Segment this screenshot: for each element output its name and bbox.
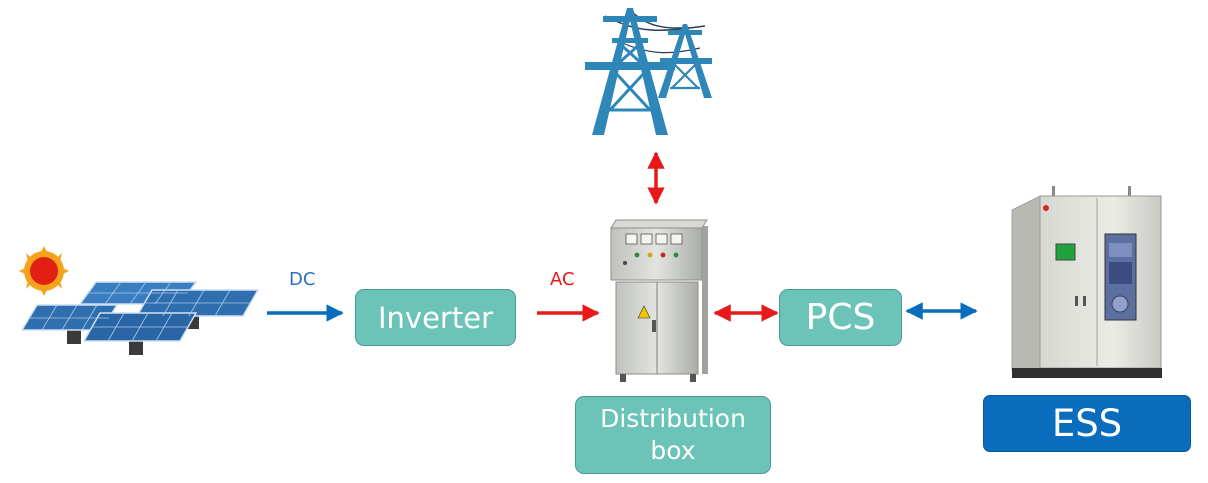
distribution-box-node: Distribution box [575, 396, 771, 474]
ess-label: ESS [1051, 402, 1123, 445]
pcs-label: PCS [805, 297, 876, 338]
sun-icon [19, 246, 69, 296]
ess-node: ESS [983, 395, 1191, 452]
distribution-label-line2: box [650, 436, 696, 465]
solar-panel-icon [19, 246, 260, 355]
dc-label: DC [289, 269, 316, 290]
inverter-node: Inverter [355, 289, 516, 346]
distribution-cabinet-icon [610, 219, 708, 382]
pcs-node: PCS [779, 289, 902, 346]
distribution-label-line1: Distribution [600, 404, 746, 433]
inverter-label: Inverter [378, 300, 493, 335]
ess-cabinet-icon [1011, 186, 1162, 378]
ac-label: AC [550, 269, 575, 290]
power-tower-icon [585, 8, 712, 135]
